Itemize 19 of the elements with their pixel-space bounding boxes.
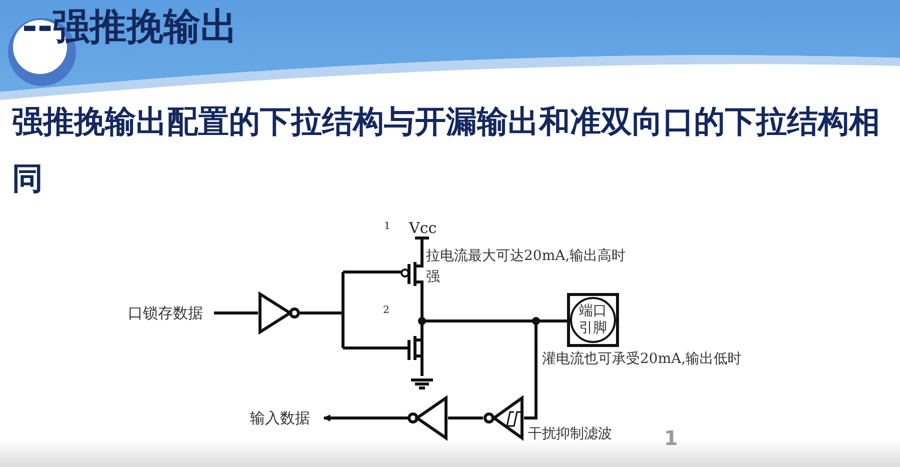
wire — [214, 312, 258, 314]
pin-number: 1 — [384, 221, 390, 233]
supply-label: Vcc — [409, 219, 437, 237]
subtitle: 强推挽输出配置的下拉结构与开漏输出和准双向口的下拉结构相同 — [12, 103, 881, 199]
signal-label: 输入数据 — [250, 407, 324, 429]
inverter-symbol — [408, 396, 448, 440]
annotation: 灌电流也可承受20mA,输出低时 — [542, 351, 742, 368]
inverter-symbol — [258, 292, 300, 334]
symbol-caption: 干扰抑制滤波 — [528, 426, 612, 443]
wire — [448, 416, 483, 420]
port-pin-symbol: 端口引脚 — [567, 293, 619, 347]
pin-number: 2 — [383, 305, 390, 317]
page-number: 1 — [664, 426, 678, 450]
wire — [323, 414, 408, 422]
slide-title: --强推挽输出 — [22, 4, 238, 50]
annotation: 拉电流最大可达20mA,输出高时强 — [426, 247, 626, 287]
wire — [300, 312, 343, 314]
signal-label: 口锁存数据 — [128, 302, 214, 324]
schmitt-trigger-symbol — [483, 396, 524, 440]
